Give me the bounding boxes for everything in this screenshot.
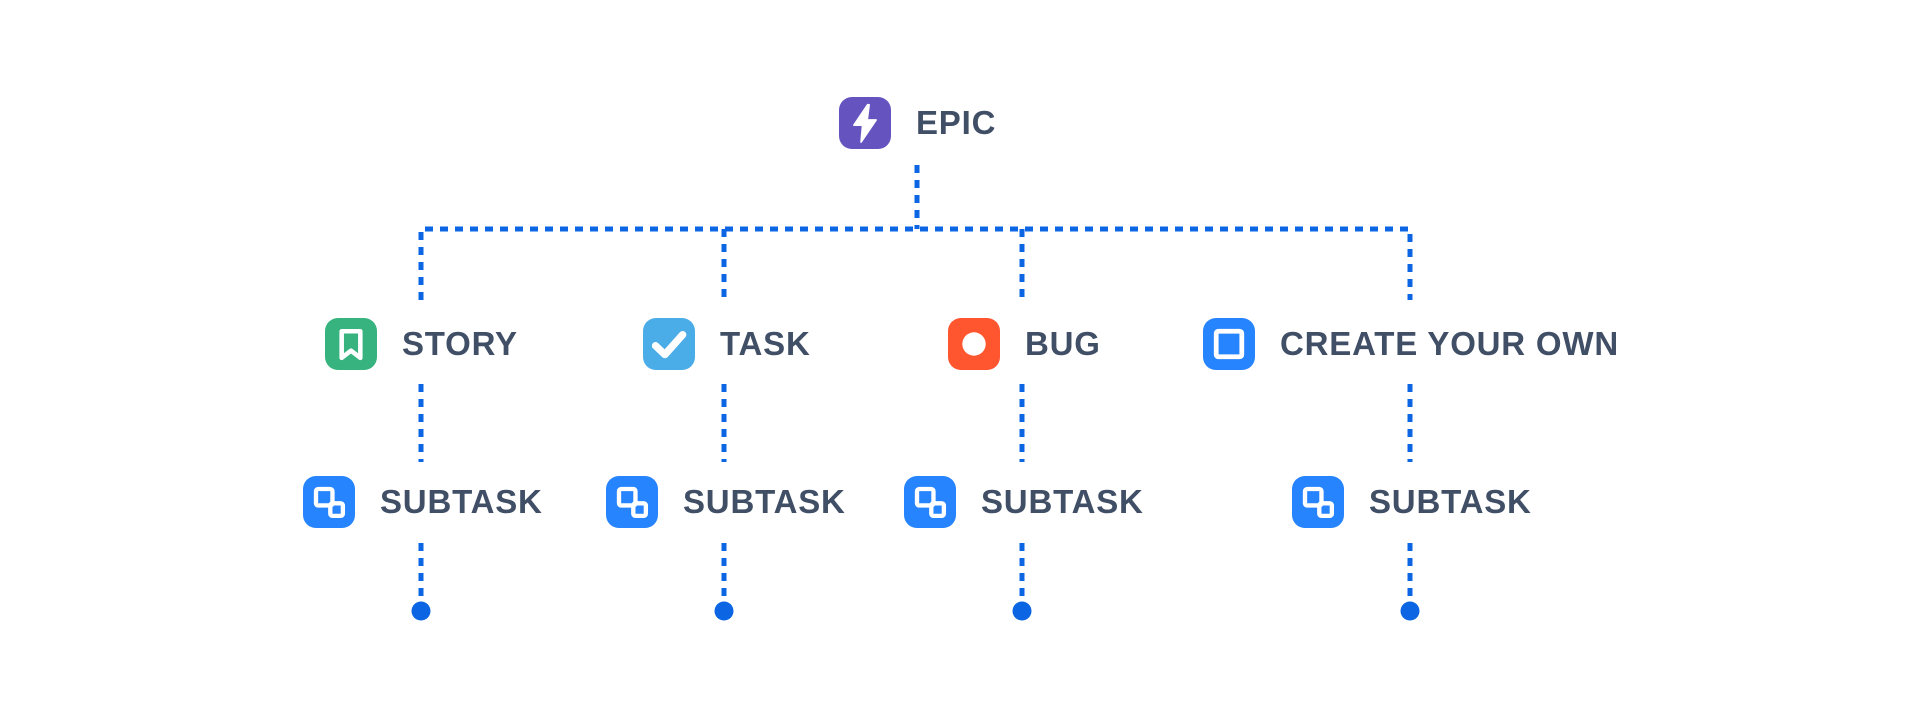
node-label: SUBTASK xyxy=(1369,483,1532,520)
end-dot-4 xyxy=(1400,601,1420,621)
node-subtask-story: SUBTASK xyxy=(303,476,543,528)
node-label: SUBTASK xyxy=(683,483,846,520)
node-label: STORY xyxy=(402,325,518,362)
node-label: SUBTASK xyxy=(981,483,1144,520)
story-bookmark-icon xyxy=(325,318,377,370)
create-your-own-square-icon xyxy=(1203,318,1255,370)
node-subtask-bug: SUBTASK xyxy=(904,476,1144,528)
node-story: STORY xyxy=(325,318,518,370)
node-task: TASK xyxy=(643,318,811,370)
node-label: TASK xyxy=(720,325,811,362)
subtask-icon xyxy=(904,476,956,528)
node-subtask-create-your-own: SUBTASK xyxy=(1292,476,1532,528)
epic-lightning-bolt-icon xyxy=(839,97,891,149)
node-label: SUBTASK xyxy=(380,483,543,520)
node-bug: BUG xyxy=(948,318,1101,370)
node-epic: EPIC xyxy=(839,97,996,149)
bug-circle-icon xyxy=(948,318,1000,370)
node-label: CREATE YOUR OWN xyxy=(1280,325,1619,362)
subtask-icon xyxy=(303,476,355,528)
subtask-icon xyxy=(606,476,658,528)
task-checkmark-icon xyxy=(643,318,695,370)
end-dot-1 xyxy=(411,601,431,621)
node-subtask-task: SUBTASK xyxy=(606,476,846,528)
end-dot-2 xyxy=(714,601,734,621)
node-create-your-own: CREATE YOUR OWN xyxy=(1203,318,1619,370)
node-label: EPIC xyxy=(916,104,997,141)
subtask-icon xyxy=(1292,476,1344,528)
node-label: BUG xyxy=(1025,325,1101,362)
connector-trunk xyxy=(418,226,1413,300)
end-dot-3 xyxy=(1012,601,1032,621)
